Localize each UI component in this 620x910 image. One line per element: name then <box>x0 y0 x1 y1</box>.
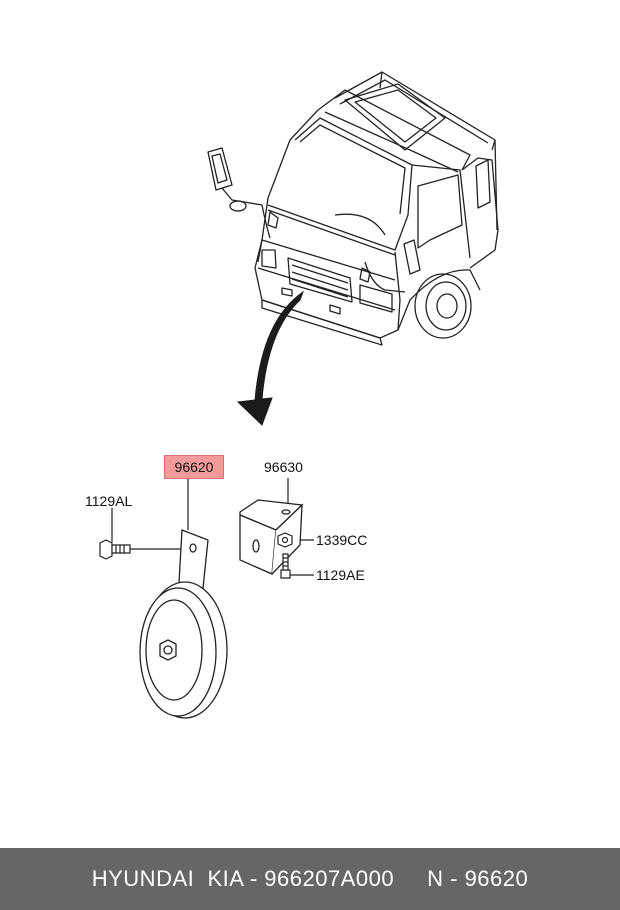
footer-brand-part: HYUNDAI KIA - 966207A000 <box>91 866 395 891</box>
footer-spacer <box>394 866 427 892</box>
part-number-96620: 96620 <box>174 459 214 475</box>
horn-96620-drawing <box>139 529 228 719</box>
pointer-arrow <box>236 290 305 426</box>
footer-code: N - 96620 <box>427 866 529 891</box>
nut-1339cc-drawing <box>277 532 293 548</box>
bolt-1129al-drawing <box>99 539 131 560</box>
truck-cab-illustration <box>207 71 499 346</box>
part-number-1129ae[interactable]: 1129AE <box>316 567 365 583</box>
leader-lines <box>111 478 314 576</box>
part-number-96630[interactable]: 96630 <box>264 459 303 475</box>
part-number-1339cc[interactable]: 1339CC <box>316 532 368 548</box>
parts-diagram <box>99 71 499 719</box>
part-number-1129al[interactable]: 1129AL <box>85 493 133 509</box>
bracket-96630-drawing <box>239 499 304 575</box>
bolt-1129ae-drawing <box>280 553 291 579</box>
part-label-96620-highlight[interactable]: 96620 <box>164 455 224 479</box>
footer-bar: HYUNDAI KIA - 966207A000 N - 96620 <box>0 848 620 910</box>
